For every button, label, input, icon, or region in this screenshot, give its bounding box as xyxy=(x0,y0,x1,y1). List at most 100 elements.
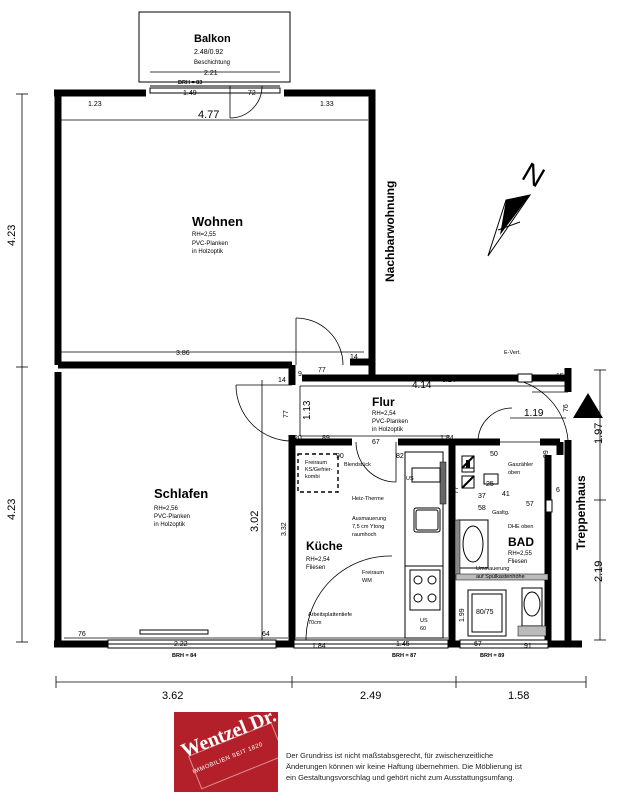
dimension-label: BRH = 83 xyxy=(178,80,202,86)
dimension-label: 89 xyxy=(322,435,330,442)
north-arrow-icon xyxy=(487,194,532,257)
note-e-vert: E-Vert. xyxy=(504,350,521,356)
dimension-label: 1.97 xyxy=(593,423,605,444)
dimension-label: 1.45 xyxy=(396,641,410,648)
dimension-label: 99 xyxy=(543,450,550,458)
dimension-label: BRH = 89 xyxy=(480,653,504,659)
dimension-label: 14 xyxy=(350,354,358,361)
wohnen-name: Wohnen xyxy=(192,214,243,229)
dimension-label: 2.22 xyxy=(174,641,188,648)
dimension-label: 82 xyxy=(396,453,404,460)
dimension-label: 2.21 xyxy=(204,70,218,77)
schlafen-floor1: PVC-Planken xyxy=(154,514,190,520)
annotation-notes: Freiraum KS/Gefrier- kombi Blendstück He… xyxy=(305,350,533,632)
disclaimer: Der Grundriss ist nicht maßstabsgerecht,… xyxy=(286,750,586,783)
schlafen-name: Schlafen xyxy=(154,486,208,501)
nachbar-label: Nachbarwohnung xyxy=(383,181,397,282)
dimension-label: 3.86 xyxy=(176,350,190,357)
dimension-label: 1.19 xyxy=(524,408,544,419)
bath-furniture xyxy=(454,455,553,637)
dimension-label: 50 xyxy=(490,451,498,458)
dimension-label: 2.19 xyxy=(593,561,605,582)
flur-labels: Flur RH=2,54 PVC-Planken in Holzoptik xyxy=(372,395,408,433)
balcony xyxy=(138,11,291,94)
note-heiz-therme: Heiz-Therme xyxy=(352,496,384,502)
dimension-label: BRH = 87 xyxy=(392,653,416,659)
dimension-label: 15 xyxy=(556,373,564,380)
flur-floor2: in Holzoptik xyxy=(372,427,404,433)
dimension-label: 76 xyxy=(563,404,570,412)
dimension-label: 1.23 xyxy=(88,101,102,108)
kitchen-furniture xyxy=(297,451,447,639)
dimension-labels: 2.21 BRH = 83 1.49 72 1.23 4.77 1.33 4.2… xyxy=(6,70,605,702)
bad-labels: BAD RH=2,55 Fliesen xyxy=(508,535,534,565)
flur-floor1: PVC-Planken xyxy=(372,419,408,425)
kueche-floor1: Fliesen xyxy=(306,565,325,571)
hatch-markers xyxy=(461,455,475,489)
door-swings xyxy=(229,85,569,641)
dimension-label: 67 xyxy=(474,641,482,648)
wohnen-floor1: PVC-Planken xyxy=(192,241,228,247)
dimension-label: 80/75 xyxy=(476,609,494,616)
dimension-label: 4.23 xyxy=(6,225,18,246)
bad-name: BAD xyxy=(508,535,534,549)
dimension-label: 1.13 xyxy=(302,400,313,420)
note-freiraum-wm-2: WM xyxy=(362,578,372,584)
dimension-label: 1.58 xyxy=(508,690,529,702)
note-freiraum-wm-1: Freiraum xyxy=(362,570,384,576)
dimension-label: 4.77 xyxy=(198,109,219,121)
note-gasz-1: Gaszähler xyxy=(508,462,533,468)
balcony-note: Beschichtung xyxy=(194,60,230,66)
wohnen-floor2: in Holzoptik xyxy=(192,249,224,255)
flur-rh: RH=2,54 xyxy=(372,411,397,417)
dimension-label: 9 xyxy=(298,371,302,378)
dimension-label: 1.84 xyxy=(440,435,454,442)
schlafen-floor2: in Holzoptik xyxy=(154,522,186,528)
windows xyxy=(107,629,549,649)
dimension-label: 64 xyxy=(262,631,270,638)
dimension-label: 77 xyxy=(453,486,460,494)
balcony-name: Balkon xyxy=(194,33,231,45)
dimension-label: 14 xyxy=(278,377,286,384)
dimension-label: 77 xyxy=(318,367,326,374)
dimension-label: 57 xyxy=(526,501,534,508)
dimension-label: 37 xyxy=(478,493,486,500)
note-arbeitsplatte-1: Arbeitsplattentiefe xyxy=(308,612,352,618)
dimension-label: 3.24 xyxy=(442,377,456,384)
wohnen-rh: RH=2,55 xyxy=(192,232,217,238)
balcony-labels: Balkon 2.48/0.92 Beschichtung xyxy=(194,33,231,66)
wohnen-labels: Wohnen RH=2,55 PVC-Planken in Holzoptik xyxy=(192,214,243,255)
schlafen-rh: RH=2,56 xyxy=(154,506,179,512)
note-ausmauerung-1: Ausmauerung xyxy=(352,516,386,522)
dimension-label: 2.49 xyxy=(360,690,381,702)
dimension-label: 90 xyxy=(336,453,344,460)
note-ausmauerung-3: raumhoch xyxy=(352,532,376,538)
dimension-label: 1.49 xyxy=(183,90,197,97)
dimension-lines xyxy=(16,71,606,688)
kueche-rh: RH=2,54 xyxy=(306,557,331,563)
balcony-size: 2.48/0.92 xyxy=(194,49,223,56)
dimension-label: 77 xyxy=(283,410,290,418)
schlafen-labels: Schlafen RH=2,56 PVC-Planken in Holzopti… xyxy=(154,486,208,528)
note-dhe: DHE oben xyxy=(508,524,533,530)
dimension-label: 58 xyxy=(478,505,486,512)
note-gasz-2: oben xyxy=(508,470,520,476)
dimension-label: 6 xyxy=(556,487,560,494)
dimension-label: 3.62 xyxy=(162,690,183,702)
note-ummauerung-1: Ummauerung xyxy=(476,566,509,572)
kueche-name: Küche xyxy=(306,539,343,553)
flur-name: Flur xyxy=(372,395,395,409)
dimension-label: 1.84 xyxy=(312,643,326,650)
note-us60-1: US xyxy=(420,618,428,624)
note-arbeitsplatte-2: 70cm xyxy=(308,620,322,626)
note-us: US xyxy=(406,476,414,482)
disclaimer-line: Änderungen können wir keine Haftung über… xyxy=(286,762,522,771)
dimension-label: BRH = 84 xyxy=(172,653,197,659)
note-blendstueck: Blendstück xyxy=(344,462,371,468)
dimension-label: 20 xyxy=(294,435,302,442)
disclaimer-line: Der Grundriss ist nicht maßstabsgerecht,… xyxy=(286,751,494,760)
stair-arrow-icon xyxy=(573,393,603,418)
note-ausmauerung-2: 7,5 cm Ytong xyxy=(352,524,384,530)
note-freiraum-kg-1: Freiraum xyxy=(305,460,327,466)
dimension-label: 4.14 xyxy=(412,380,432,391)
